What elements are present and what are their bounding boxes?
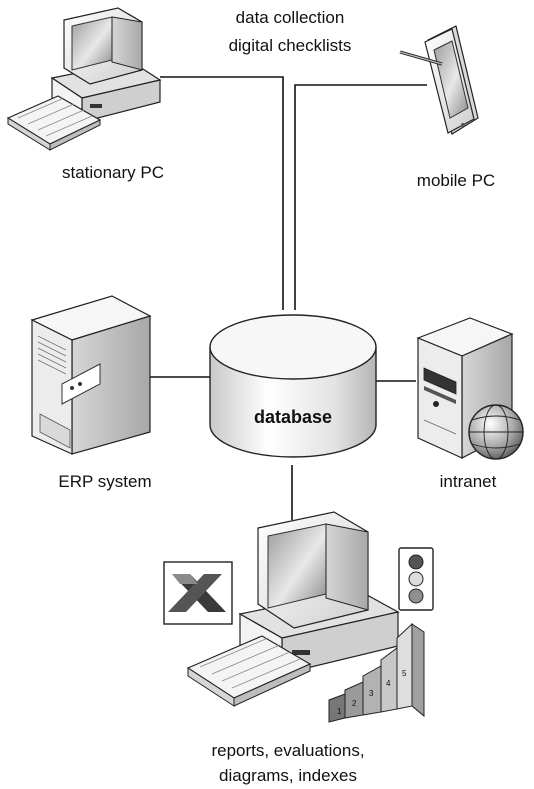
bottom-caption-line1: reports, evaluations,	[211, 741, 364, 760]
erp-server-icon	[30, 295, 152, 455]
stationary-pc-label: stationary PC	[62, 163, 164, 182]
mobile-pc-label: mobile PC	[417, 171, 495, 190]
traffic-light-icon	[398, 547, 434, 611]
intranet-label: intranet	[440, 472, 497, 491]
stationary-pc-icon	[6, 7, 162, 151]
connector-lines	[148, 76, 427, 520]
top-caption-line1: data collection	[236, 8, 345, 27]
database-cylinder-icon	[209, 314, 377, 458]
erp-system-label: ERP system	[58, 472, 151, 491]
stairs-number-3: 3	[369, 689, 374, 698]
database-label: database	[254, 407, 332, 427]
stairs-number-2: 2	[352, 699, 357, 708]
line-stationary-pc	[160, 76, 284, 310]
mobile-pc-icon	[399, 25, 479, 135]
stairs-number-5: 5	[402, 669, 407, 678]
bottom-caption-line2: diagrams, indexes	[219, 766, 357, 785]
reports-pc-icon	[186, 511, 400, 707]
stairs-number-4: 4	[386, 679, 391, 688]
globe-icon	[468, 404, 524, 460]
line-mobile-pc	[294, 84, 427, 310]
stairs-number-1: 1	[337, 707, 342, 716]
stairs-chart-icon: 1 2 3 4 5	[328, 622, 425, 723]
top-caption-line2: digital checklists	[229, 36, 352, 55]
spreadsheet-logo-icon	[163, 561, 233, 625]
